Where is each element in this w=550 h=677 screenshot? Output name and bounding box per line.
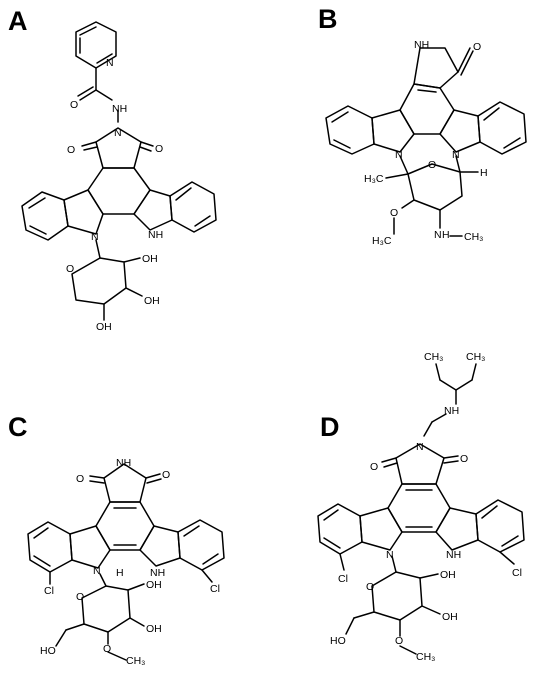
central-ring-c <box>95 501 155 551</box>
pyridine-ring <box>75 21 117 69</box>
atom-label: OH <box>440 569 456 581</box>
atom-label: NH <box>148 229 163 241</box>
atom-label: O <box>103 643 111 655</box>
atom-label: O <box>473 41 481 53</box>
atom-label: O <box>162 469 170 481</box>
atom-label: OH <box>96 321 112 333</box>
right-indole-b <box>439 101 527 155</box>
atom-label: Cl <box>338 573 348 585</box>
atom-label: O <box>428 159 436 171</box>
atom-label: OH <box>142 253 158 265</box>
right-indole-c <box>139 519 225 583</box>
right-indole-d <box>435 499 525 565</box>
atom-label: H₃C <box>364 173 384 185</box>
atom-label: O <box>390 207 398 219</box>
atom-label: OH <box>442 611 458 623</box>
left-indole-b <box>325 105 415 155</box>
atom-label: O <box>66 263 74 275</box>
atom-label: H <box>442 229 450 241</box>
atom-labels-d: CH₃ CH₃ NH N O O N NH Cl Cl O OH OH HO O… <box>330 351 522 663</box>
atom-label: CH₃ <box>416 651 435 663</box>
atom-label: Cl <box>44 585 54 597</box>
atom-label: O <box>460 453 468 465</box>
sugar-a <box>71 239 143 321</box>
panel-c: C <box>8 412 225 667</box>
atom-label: N <box>106 57 114 69</box>
central-ring-a <box>87 167 151 215</box>
atom-label: Cl <box>210 583 220 595</box>
atom-label: OH <box>144 295 160 307</box>
atom-label: NH <box>150 567 165 579</box>
atom-label: OH <box>146 579 162 591</box>
atom-labels-b: NH O N N O H H₃C O H₃C N H CH₃ <box>364 39 488 247</box>
atom-label: H <box>480 167 488 179</box>
atom-label: N <box>386 549 394 561</box>
side-chain-d <box>423 363 477 437</box>
imide-ring-c <box>89 463 162 503</box>
atom-label: H <box>116 567 124 579</box>
atom-label: H₃C <box>372 235 392 247</box>
atom-label: NH <box>444 405 459 417</box>
panel-letter-b: B <box>318 4 338 34</box>
atom-label: N <box>91 231 99 243</box>
sugar-b <box>385 155 479 237</box>
atom-label: O <box>70 99 78 111</box>
panel-letter-a: A <box>8 6 28 36</box>
left-indole-a <box>21 189 104 241</box>
atom-label: CH₃ <box>424 351 443 363</box>
atom-label: Cl <box>512 567 522 579</box>
atom-label: N <box>114 127 122 139</box>
atom-label: HO <box>330 635 346 647</box>
central-ring-b <box>399 83 455 135</box>
lactam-ring <box>413 47 474 89</box>
atom-label: O <box>366 581 374 593</box>
atom-label: O <box>76 591 84 603</box>
panel-letter-c: C <box>8 412 28 442</box>
atom-label: NH <box>414 39 429 51</box>
panel-d: D <box>317 351 525 663</box>
atom-label: CH₃ <box>466 351 485 363</box>
atom-label: O <box>155 143 163 155</box>
sugar-d <box>345 555 441 655</box>
atom-label: N <box>395 149 403 161</box>
atom-labels-c: NH O O N NH Cl Cl H O OH OH HO O CH₃ <box>40 457 220 667</box>
atom-label: NH <box>116 457 131 469</box>
atom-label: N <box>93 565 101 577</box>
atom-label: CH₃ <box>464 231 483 243</box>
atom-label: N <box>416 441 424 453</box>
sugar-c <box>55 573 145 661</box>
atom-label: NH <box>112 103 127 115</box>
panel-b: B <box>318 4 527 247</box>
atom-label: N <box>434 229 442 241</box>
left-indole-d <box>317 503 403 571</box>
left-indole-c <box>27 521 111 585</box>
atom-labels-a: N NH O N O O N NH O OH OH OH <box>66 57 163 333</box>
atom-label: HO <box>40 645 56 657</box>
atom-label: O <box>76 473 84 485</box>
atom-label: CH₃ <box>126 655 145 667</box>
right-indole-a <box>133 181 217 233</box>
atom-label: O <box>370 461 378 473</box>
atom-label: O <box>67 144 75 156</box>
atom-label: NH <box>446 549 461 561</box>
panel-letter-d: D <box>320 412 340 442</box>
atom-label: N <box>452 149 460 161</box>
panel-a: A <box>8 6 217 333</box>
hydrazide-linker <box>77 67 119 123</box>
atom-label: OH <box>146 623 162 635</box>
atom-label: O <box>395 635 403 647</box>
